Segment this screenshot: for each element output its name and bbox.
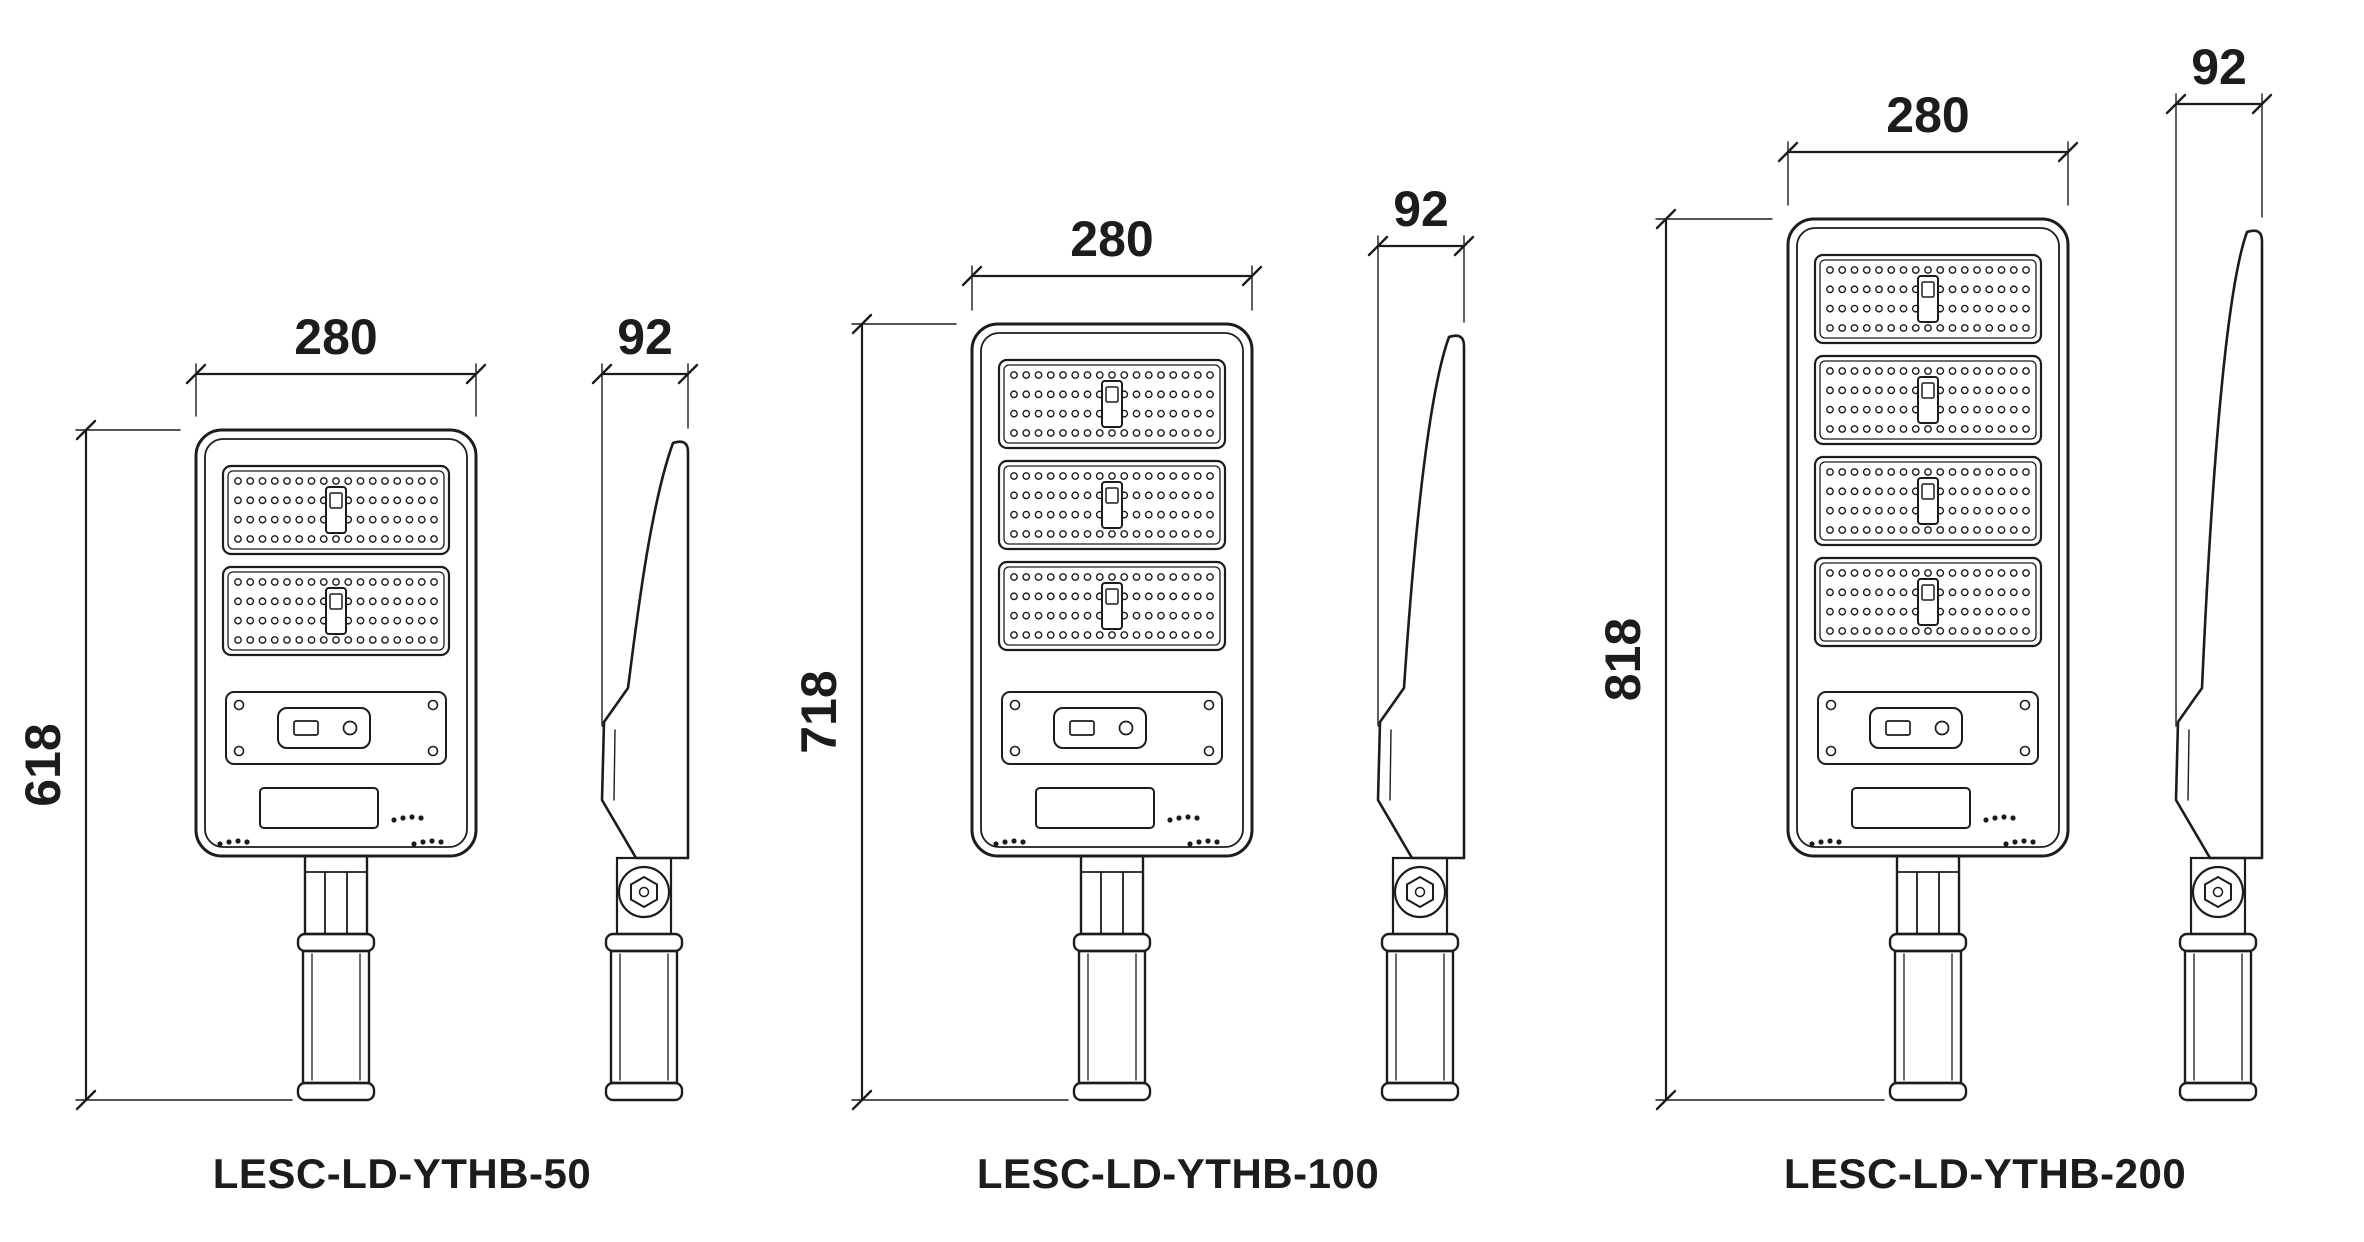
depth-dimension-label: 92 (1393, 181, 1449, 237)
model-group-2: 280 92 718 (791, 181, 1475, 1111)
height-dimension-label: 718 (791, 670, 847, 753)
model-name-label: LESC-LD-YTHB-50 (212, 1150, 592, 1197)
side-view (1376, 334, 1466, 1102)
height-dimension-label: 818 (1595, 618, 1651, 701)
height-dimension-label: 618 (15, 723, 71, 806)
width-dimension-label: 280 (294, 309, 377, 365)
width-dimension-label: 280 (1070, 211, 1153, 267)
side-view (2174, 229, 2264, 1102)
model-name-label: LESC-LD-YTHB-100 (976, 1150, 1380, 1197)
front-view (194, 428, 478, 1102)
model-group-1: 280 92 618 (15, 309, 699, 1111)
front-view (970, 322, 1254, 1102)
depth-dimension-label: 92 (2191, 39, 2247, 95)
side-view (600, 440, 690, 1102)
depth-dimension-label: 92 (617, 309, 673, 365)
model-name-label: LESC-LD-YTHB-200 (1783, 1150, 2187, 1197)
model-group-3: 280 92 818 (1595, 39, 2273, 1111)
width-dimension-label: 280 (1886, 87, 1969, 143)
front-view (1786, 217, 2070, 1102)
